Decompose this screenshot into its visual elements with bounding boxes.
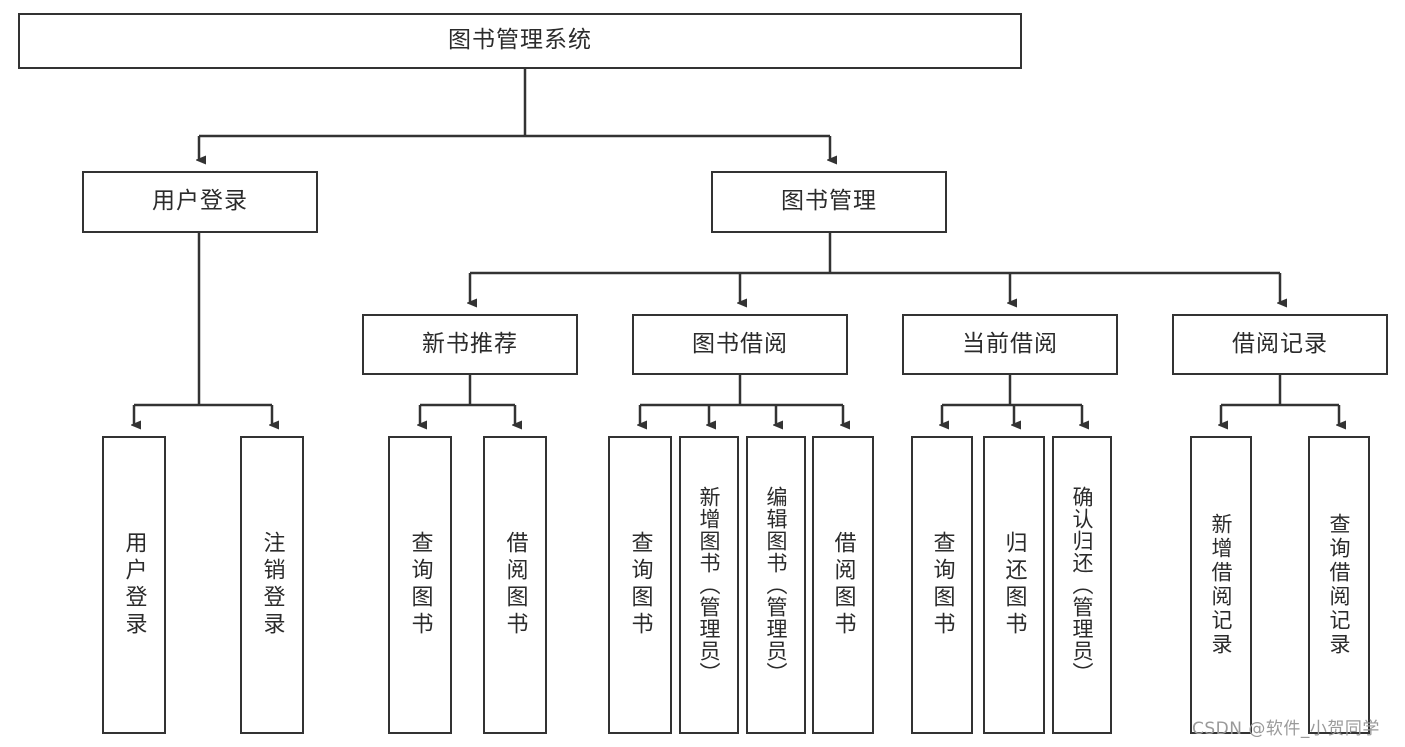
node-current-borrow[interactable]: 当前借阅 <box>902 314 1118 375</box>
node-user-login[interactable]: 用户登录 <box>82 171 318 233</box>
csdn-watermark: CSDN @软件_小贺同学 <box>1192 719 1380 739</box>
node-leaf-query-book-2[interactable]: 查询图书 <box>608 436 672 734</box>
node-label: 查询借阅记录 <box>1327 513 1352 657</box>
node-label: 新书推荐 <box>422 330 518 357</box>
node-label: 归还图书 <box>1001 531 1027 639</box>
node-root-book-management-system[interactable]: 图书管理系统 <box>18 13 1022 69</box>
node-label: 图书管理 <box>781 188 877 215</box>
node-label: 当前借阅 <box>962 330 1058 357</box>
node-borrow-record[interactable]: 借阅记录 <box>1172 314 1388 375</box>
node-label: 查询图书 <box>929 531 955 639</box>
node-label: 编辑图书（管理员） <box>764 486 789 684</box>
node-leaf-query-borrow-record[interactable]: 查询借阅记录 <box>1308 436 1370 734</box>
node-leaf-add-borrow-record[interactable]: 新增借阅记录 <box>1190 436 1252 734</box>
node-book-manage[interactable]: 图书管理 <box>711 171 947 233</box>
node-label: 查询图书 <box>407 531 433 639</box>
node-leaf-query-book-1[interactable]: 查询图书 <box>388 436 452 734</box>
node-leaf-add-book-admin[interactable]: 新增图书（管理员） <box>679 436 739 734</box>
node-leaf-user-login[interactable]: 用户登录 <box>102 436 166 734</box>
node-label: 查询图书 <box>627 531 653 639</box>
node-label: 借阅记录 <box>1232 330 1328 357</box>
node-label: 确认归还（管理员） <box>1070 486 1095 684</box>
node-label: 注销登录 <box>259 531 285 639</box>
node-leaf-borrow-book-1[interactable]: 借阅图书 <box>483 436 547 734</box>
node-label: 新增图书（管理员） <box>697 486 722 684</box>
node-label: 新增借阅记录 <box>1209 513 1234 657</box>
node-leaf-logout[interactable]: 注销登录 <box>240 436 304 734</box>
node-label: 用户登录 <box>152 188 248 215</box>
node-leaf-query-book-3[interactable]: 查询图书 <box>911 436 973 734</box>
node-book-borrow[interactable]: 图书借阅 <box>632 314 848 375</box>
node-label: 用户登录 <box>121 531 147 639</box>
node-new-book-recommend[interactable]: 新书推荐 <box>362 314 578 375</box>
node-leaf-return-book[interactable]: 归还图书 <box>983 436 1045 734</box>
node-leaf-edit-book-admin[interactable]: 编辑图书（管理员） <box>746 436 806 734</box>
node-label: 借阅图书 <box>830 531 856 639</box>
node-leaf-borrow-book-2[interactable]: 借阅图书 <box>812 436 874 734</box>
node-label: 图书管理系统 <box>448 27 592 54</box>
node-leaf-confirm-return-admin[interactable]: 确认归还（管理员） <box>1052 436 1112 734</box>
node-label: 图书借阅 <box>692 330 788 357</box>
node-label: 借阅图书 <box>502 531 528 639</box>
